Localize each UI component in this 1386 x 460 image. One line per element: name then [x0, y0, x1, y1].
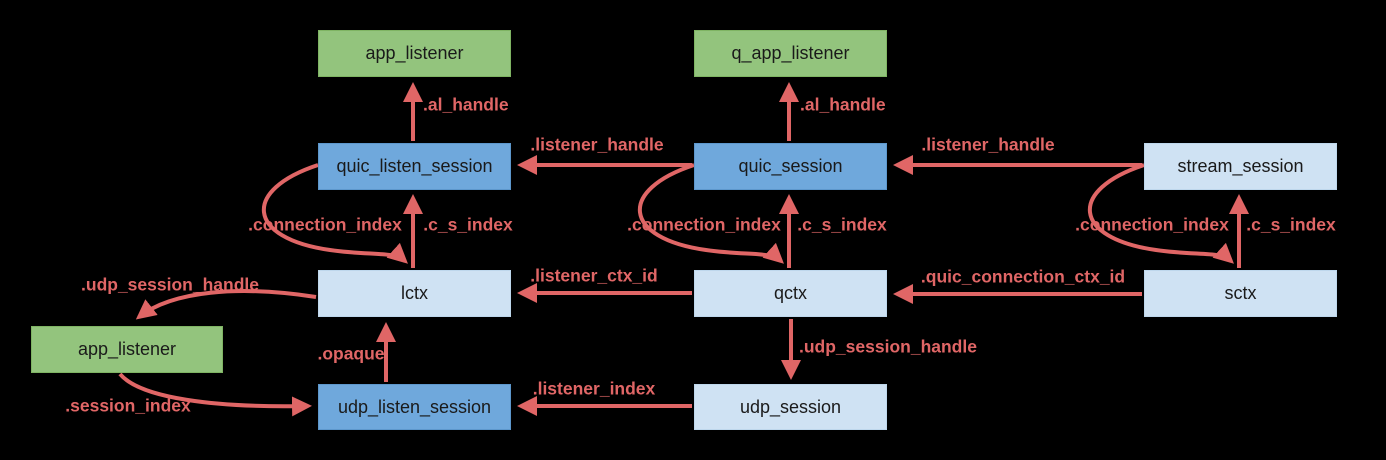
- node-lctx: lctx: [318, 270, 511, 317]
- edge-udp-session-handle-left-arrow: [135, 289, 317, 320]
- edge-label-quic-connection-ctx-id: .quic_connection_ctx_id: [920, 266, 1126, 287]
- node-label: quic_session: [738, 156, 843, 176]
- edge-label-connection-index-left: .connection_index: [248, 214, 402, 235]
- edge-label-al-handle-mid: .al_handle: [800, 94, 886, 115]
- node-label: quic_listen_session: [336, 156, 493, 176]
- node-udp-listen-session: udp_listen_session: [318, 384, 511, 430]
- node-qctx: qctx: [694, 270, 887, 317]
- edge-label-listener-handle-left: .listener_handle: [530, 134, 664, 155]
- node-label: sctx: [1224, 283, 1257, 303]
- node-label: stream_session: [1177, 156, 1304, 176]
- node-app-listener-top: app_listener: [318, 30, 511, 77]
- node-label: qctx: [773, 283, 807, 303]
- node-udp-session: udp_session: [694, 384, 887, 430]
- node-label: udp_listen_session: [337, 396, 492, 417]
- edge-label-c-s-index-left: .c_s_index: [423, 214, 513, 235]
- edge-label-session-index: .session_index: [65, 395, 191, 416]
- edge-label-c-s-index-right: .c_s_index: [1246, 214, 1336, 235]
- edge-label-connection-index-right: .connection_index: [1075, 214, 1229, 235]
- edge-label-opaque: .opaque: [317, 343, 385, 364]
- edge-label-c-s-index-mid: .c_s_index: [797, 214, 887, 235]
- node-sctx: sctx: [1144, 270, 1337, 317]
- node-quic-listen-session: quic_listen_session: [318, 143, 511, 190]
- node-label: app_listener: [77, 339, 177, 359]
- edge-label-listener-index: .listener_index: [532, 378, 656, 399]
- edge-label-listener-handle-right: .listener_handle: [921, 134, 1055, 155]
- node-label: q_app_listener: [731, 43, 850, 63]
- edge-label-connection-index-mid: .connection_index: [627, 214, 781, 235]
- node-label: app_listener: [365, 43, 464, 63]
- node-app-listener-left: app_listener: [31, 326, 223, 373]
- edge-session-index-arrow: [118, 372, 312, 417]
- edge-label-al-handle-left: .al_handle: [423, 94, 509, 115]
- node-stream-session: stream_session: [1144, 143, 1337, 190]
- edge-label-listener-ctx-id: .listener_ctx_id: [530, 265, 658, 286]
- edge-label-udp-session-handle-down: .udp_session_handle: [799, 336, 977, 357]
- edge-connection-index-right-arrow: [1087, 163, 1234, 264]
- node-quic-session: quic_session: [694, 143, 887, 190]
- node-label: lctx: [401, 283, 428, 303]
- edge-label-udp-session-handle-left: .udp_session_handle: [81, 274, 259, 295]
- edge-connection-index-left-arrow: [261, 163, 408, 264]
- node-q-app-listener: q_app_listener: [694, 30, 887, 77]
- edge-connection-index-mid-arrow: [637, 163, 784, 264]
- node-label: udp_session: [739, 396, 842, 417]
